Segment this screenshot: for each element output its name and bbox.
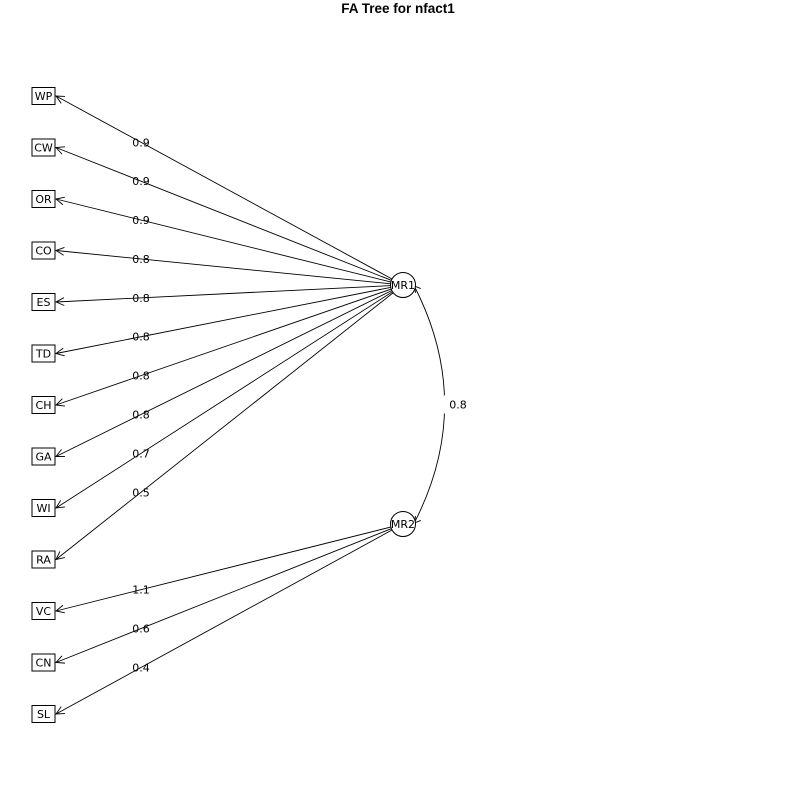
loading-edges: 0.9 0.9 0.9 0.8 0.8 0.8 0.8 0.8 0.7 0.5 1.1 0.6 0.4	[54, 95, 395, 715]
loading-edge-ch: 0.8	[55, 288, 393, 407]
loading-edge-wi: 0.7	[55, 290, 394, 509]
loading-label-vc: 1.1	[132, 584, 150, 597]
loading-label-es: 0.8	[132, 292, 150, 305]
variable-label: OR	[35, 193, 52, 206]
loading-edge-cw: 0.9	[55, 146, 393, 282]
loading-edge-td: 0.8	[54, 286, 393, 357]
diagram-title: FA Tree for nfact1	[341, 1, 455, 16]
variable-node-wi: WI	[31, 499, 56, 517]
variable-node-ra: RA	[31, 550, 56, 569]
variable-node-sl: SL	[31, 705, 56, 723]
loading-edge-es: 0.8	[54, 285, 392, 306]
loading-label-td: 0.8	[132, 331, 150, 344]
loading-label-or: 0.9	[132, 214, 150, 227]
loading-label-co: 0.8	[132, 253, 150, 266]
variable-node-cw: CW	[31, 138, 56, 157]
variable-node-vc: VC	[31, 602, 56, 620]
variable-label: WI	[36, 502, 50, 515]
loading-edge-co: 0.8	[54, 246, 392, 285]
variable-label: RA	[36, 554, 51, 567]
variable-label: CW	[34, 142, 53, 155]
variable-label: SL	[37, 708, 51, 721]
factor-correlation: 0.8	[413, 285, 470, 524]
variable-label: ES	[37, 296, 51, 309]
variable-node-co: CO	[31, 241, 56, 260]
loading-edge-or: 0.9	[54, 196, 393, 283]
variable-label: CO	[35, 245, 52, 258]
loading-edge-vc: 1.1	[54, 526, 393, 614]
loading-edge-ra: 0.5	[55, 291, 395, 561]
loading-label-wi: 0.7	[132, 447, 150, 460]
loading-label-ra: 0.5	[132, 486, 150, 499]
variable-nodes: WP CW OR CO ES TD CH GA WI RA VC CN SL	[31, 87, 56, 723]
factor-label: MR1	[391, 279, 415, 292]
variable-node-ch: CH	[31, 396, 56, 414]
correlation-curve	[413, 285, 445, 524]
variable-node-wp: WP	[31, 87, 56, 105]
loading-label-cw: 0.9	[132, 175, 150, 188]
variable-node-or: OR	[31, 190, 56, 208]
loading-label-sl: 0.4	[132, 661, 150, 674]
factor-node-mr1: MR1	[390, 272, 416, 298]
loading-edge-wp: 0.9	[55, 95, 394, 281]
loading-label-ch: 0.8	[132, 370, 150, 383]
loading-edge-sl: 0.4	[55, 529, 394, 715]
loading-edge-ga: 0.8	[55, 289, 394, 457]
variable-label: CH	[36, 399, 52, 412]
variable-label: VC	[36, 605, 52, 618]
loading-label-cn: 0.6	[132, 623, 150, 636]
variable-node-es: ES	[31, 293, 56, 311]
variable-node-ga: GA	[31, 447, 56, 466]
loading-label-ga: 0.8	[132, 408, 150, 421]
variable-label: CN	[36, 657, 52, 670]
variable-label: GA	[35, 451, 52, 464]
factor-node-mr2: MR2	[390, 511, 416, 537]
variable-node-cn: CN	[31, 653, 56, 672]
correlation-label: 0.8	[449, 399, 467, 412]
factor-label: MR2	[391, 518, 415, 531]
variable-label: WP	[35, 90, 53, 103]
loading-label-wp: 0.9	[132, 136, 150, 149]
loading-edge-cn: 0.6	[55, 527, 393, 664]
variable-node-td: TD	[31, 344, 56, 363]
variable-label: TD	[35, 348, 51, 361]
